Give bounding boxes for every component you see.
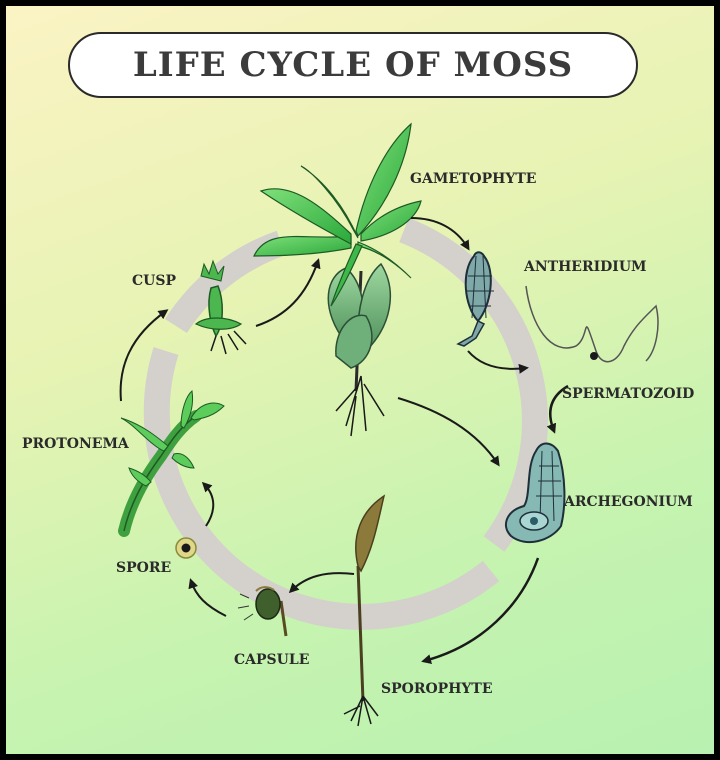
arrow-gametophyte-to-archegonium [397, 397, 500, 467]
label-archegonium: ARCHEGONIUM [563, 494, 693, 510]
protonema-illustration [118, 390, 225, 537]
antheridium-illustration [456, 251, 494, 347]
arrow-archegonium-to-sporophyte [421, 557, 540, 665]
capsule-illustration [237, 586, 288, 637]
gametophyte-illustration [253, 122, 422, 437]
arrow-capsule-to-spore [188, 578, 227, 617]
arrow-sporophyte-to-capsule [288, 572, 355, 594]
cusp-illustration [194, 259, 247, 355]
arrow-gametophyte-to-antheridium [410, 217, 470, 251]
arrow-spore-to-protonema [201, 481, 215, 527]
sporophyte-illustration [343, 494, 386, 727]
label-spore: SPORE [116, 560, 171, 576]
arrow-cusp-to-gametophyte [255, 258, 321, 327]
label-cusp: CUSP [132, 273, 176, 289]
label-capsule: CAPSULE [234, 652, 309, 668]
spore-illustration [175, 537, 197, 559]
label-antheridium: ANTHERIDIUM [523, 259, 647, 275]
diagram-frame: LIFE CYCLE OF MOSS [6, 6, 714, 754]
arrow-protonema-to-cusp [119, 309, 169, 402]
label-gametophyte: GAMETOPHYTE [410, 171, 536, 187]
diagram-title: LIFE CYCLE OF MOSS [132, 45, 574, 85]
label-sporophyte: SPOROPHYTE [381, 681, 493, 697]
life-cycle-diagram: GAMETOPHYTE ANTHERIDIUM SPERMATOZOID ARC… [22, 122, 694, 727]
title-banner: LIFE CYCLE OF MOSS [68, 32, 638, 98]
arrow-antheridium-to-spermatozoid [467, 350, 529, 374]
label-protonema: PROTONEMA [22, 436, 130, 452]
cycle-arrows [119, 217, 569, 665]
label-spermatozoid: SPERMATOZOID [562, 386, 694, 402]
spermatozoid-illustration [525, 285, 659, 363]
arrow-spermatozoid-to-archegonium [546, 384, 569, 434]
archegonium-illustration [504, 442, 566, 544]
